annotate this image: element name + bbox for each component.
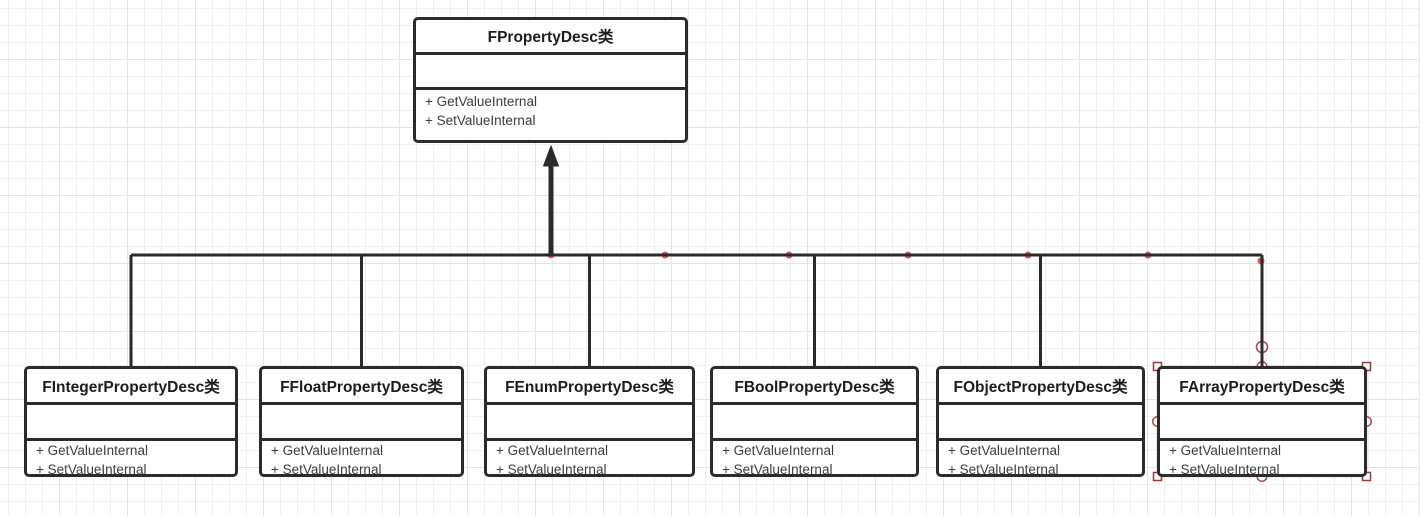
class-title: FEnumPropertyDesc类 <box>487 369 692 405</box>
method-item: + GetValueInternal <box>1169 443 1281 458</box>
class-methods-compartment: + GetValueInternal + SetValueInternal <box>416 90 685 130</box>
inheritance-arrow[interactable] <box>542 144 560 255</box>
class-title: FBoolPropertyDesc类 <box>713 369 916 405</box>
method-item: + SetValueInternal <box>1169 461 1280 477</box>
class-methods-compartment: + GetValueInternal + SetValueInternal <box>27 441 235 477</box>
class-methods-compartment: + GetValueInternal + SetValueInternal <box>939 441 1142 477</box>
class-box-fenumpropertydesc[interactable]: FEnumPropertyDesc类 + GetValueInternal + … <box>484 366 695 477</box>
inheritance-edge-tree[interactable] <box>129 253 1264 366</box>
method-item: + GetValueInternal <box>948 443 1060 458</box>
method-item: + SetValueInternal <box>36 461 147 477</box>
class-title: FIntegerPropertyDesc类 <box>27 369 235 405</box>
class-attributes-compartment <box>713 405 916 441</box>
class-box-fobjectpropertydesc[interactable]: FObjectPropertyDesc类 + GetValueInternal … <box>936 366 1145 477</box>
inheritance-arrowhead-icon <box>542 144 560 167</box>
class-methods-compartment: + GetValueInternal + SetValueInternal <box>713 441 916 477</box>
class-methods-compartment: + GetValueInternal + SetValueInternal <box>262 441 461 477</box>
class-title: FObjectPropertyDesc类 <box>939 369 1142 405</box>
method-item: + SetValueInternal <box>271 461 382 477</box>
method-item: + SetValueInternal <box>496 461 607 477</box>
method-item: + SetValueInternal <box>425 113 536 128</box>
class-attributes-compartment <box>416 55 685 90</box>
class-box-ffloatpropertydesc[interactable]: FFloatPropertyDesc类 + GetValueInternal +… <box>259 366 464 477</box>
class-attributes-compartment <box>487 405 692 441</box>
method-item: + GetValueInternal <box>722 443 834 458</box>
class-box-fintegerpropertydesc[interactable]: FIntegerPropertyDesc类 + GetValueInternal… <box>24 366 238 477</box>
class-attributes-compartment <box>1160 405 1364 441</box>
method-item: + GetValueInternal <box>496 443 608 458</box>
class-box-farraypropertydesc[interactable]: FArrayPropertyDesc类 + GetValueInternal +… <box>1157 366 1367 477</box>
class-box-fpropertydesc[interactable]: FPropertyDesc类 + GetValueInternal + SetV… <box>413 17 688 143</box>
method-item: + SetValueInternal <box>722 461 833 477</box>
class-methods-compartment: + GetValueInternal + SetValueInternal <box>1160 441 1364 477</box>
class-title: FFloatPropertyDesc类 <box>262 369 461 405</box>
method-item: + GetValueInternal <box>36 443 148 458</box>
class-title: FPropertyDesc类 <box>416 20 685 55</box>
class-attributes-compartment <box>939 405 1142 441</box>
class-attributes-compartment <box>27 405 235 441</box>
method-item: + SetValueInternal <box>948 461 1059 477</box>
class-title: FArrayPropertyDesc类 <box>1160 369 1364 405</box>
class-box-fboolpropertydesc[interactable]: FBoolPropertyDesc类 + GetValueInternal + … <box>710 366 919 477</box>
class-methods-compartment: + GetValueInternal + SetValueInternal <box>487 441 692 477</box>
method-item: + GetValueInternal <box>425 94 537 109</box>
class-attributes-compartment <box>262 405 461 441</box>
method-item: + GetValueInternal <box>271 443 383 458</box>
